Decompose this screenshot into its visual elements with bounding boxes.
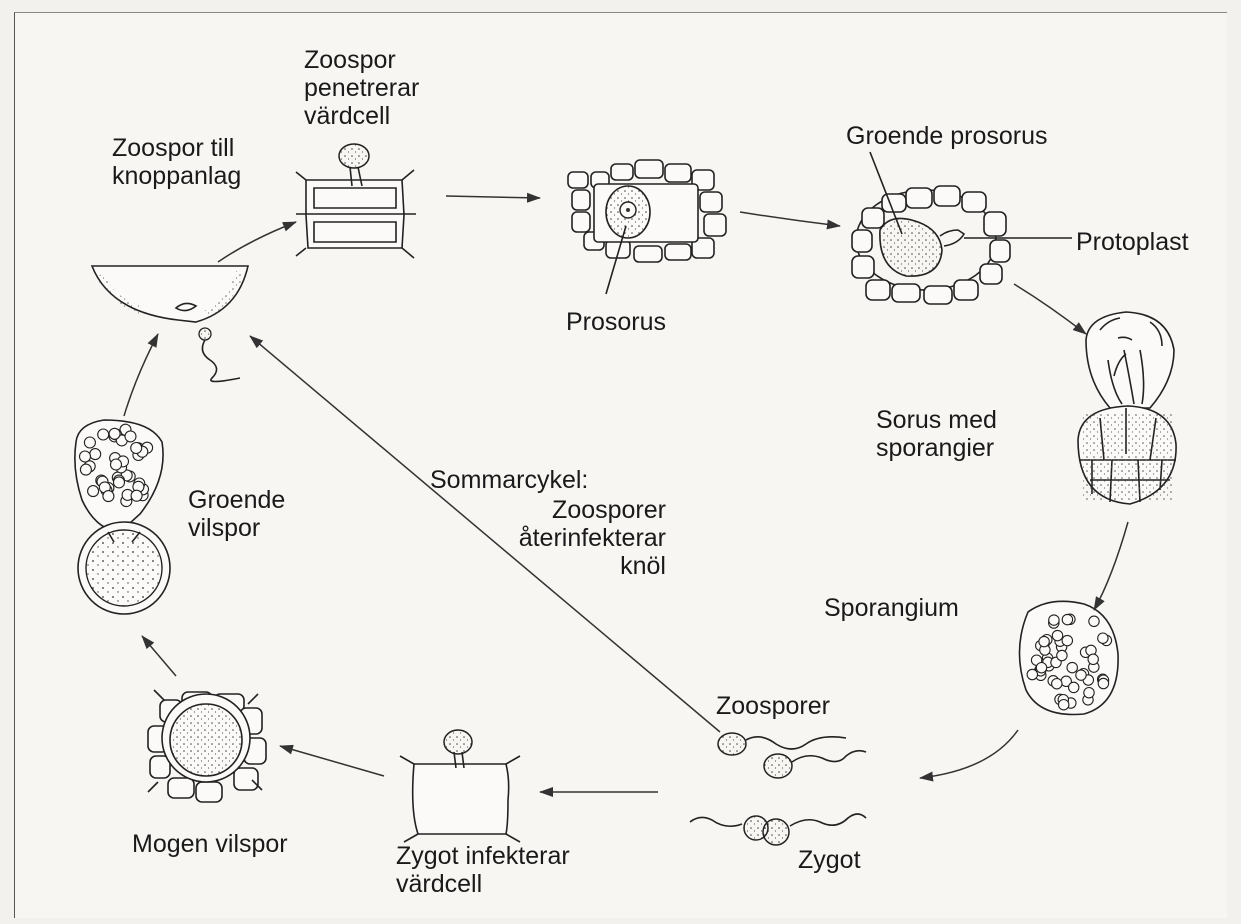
label-mogen-vilspor: Mogen vilspor bbox=[132, 830, 288, 858]
label-zygot: Zygot bbox=[798, 846, 861, 874]
arrow-to-mature-resting-spore bbox=[280, 746, 384, 776]
arrow-to-sporangium bbox=[1094, 522, 1128, 610]
arrow-to-germinating-prosorus bbox=[740, 212, 840, 226]
zygote-infects-host-cell-illustration bbox=[400, 730, 520, 842]
spore-dot bbox=[1052, 679, 1062, 689]
spore-dot bbox=[1067, 662, 1077, 672]
spore-dot bbox=[1088, 654, 1098, 664]
spore-dot bbox=[1089, 616, 1099, 626]
arrow-to-prosorus bbox=[446, 196, 540, 198]
label-groende-prosorus: Groende prosorus bbox=[846, 122, 1048, 150]
spore-dot bbox=[1084, 688, 1094, 698]
spore-dot bbox=[111, 459, 122, 470]
arrow-to-tuber-bud bbox=[124, 334, 158, 416]
spore-dot bbox=[109, 428, 120, 439]
label-sommarcykel-text: Zoosporer återinfekterar knöl bbox=[476, 496, 666, 580]
arrow-to-germinating-resting-spore bbox=[142, 636, 176, 676]
spore-dot bbox=[1036, 663, 1046, 673]
label-groende-vilspor: Groende vilspor bbox=[188, 486, 285, 542]
spore-dot bbox=[1052, 630, 1062, 640]
tuber-bud-illustration bbox=[92, 266, 248, 382]
spore-dot bbox=[1069, 682, 1079, 692]
label-sorus-med-sporangier: Sorus med sporangier bbox=[876, 406, 997, 462]
spore-dot bbox=[103, 491, 114, 502]
arrow-to-host-cell bbox=[218, 222, 296, 262]
spore-dot bbox=[1057, 650, 1067, 660]
label-zoosporer: Zoosporer bbox=[716, 692, 830, 720]
spore-dot bbox=[84, 437, 95, 448]
sporangium-illustration bbox=[1019, 601, 1118, 714]
label-zoospor-till-knoppanlag: Zoospor till knoppanlag bbox=[112, 134, 241, 190]
label-prosorus: Prosorus bbox=[566, 308, 666, 336]
penetrating-host-cell-illustration bbox=[296, 144, 416, 258]
germinating-resting-spore-illustration bbox=[75, 420, 170, 614]
label-protoplast: Protoplast bbox=[1076, 228, 1189, 256]
spore-dot bbox=[1039, 636, 1049, 646]
spore-dot bbox=[1027, 669, 1037, 679]
spore-dot bbox=[1049, 615, 1059, 625]
spore-dot bbox=[1059, 700, 1069, 710]
spore-dot bbox=[1098, 633, 1108, 643]
spore-dot bbox=[80, 451, 91, 462]
spore-dot bbox=[1062, 635, 1072, 645]
spore-dot bbox=[88, 486, 99, 497]
spore-dot bbox=[131, 443, 142, 454]
arrow-to-zoospores bbox=[920, 730, 1018, 778]
spore-dot bbox=[1098, 678, 1108, 688]
label-zygot-infekterar: Zygot infekterar värdcell bbox=[396, 842, 570, 898]
spore-dot bbox=[131, 490, 142, 501]
spore-dot bbox=[1076, 670, 1086, 680]
spore-dot bbox=[1062, 614, 1072, 624]
spore-dot bbox=[125, 431, 136, 442]
zoospores-illustration bbox=[718, 733, 866, 778]
spore-dot bbox=[90, 449, 101, 460]
arrow-to-sorus bbox=[1014, 284, 1086, 334]
spore-dot bbox=[98, 429, 109, 440]
label-sporangium: Sporangium bbox=[824, 594, 959, 622]
germinating-prosorus-illustration bbox=[852, 152, 1072, 304]
spore-dot bbox=[114, 477, 125, 488]
zygote-illustration bbox=[690, 814, 866, 845]
label-zoospor-penetrerar: Zoospor penetrerar värdcell bbox=[304, 46, 419, 130]
mature-resting-spore-illustration bbox=[148, 690, 266, 802]
label-sommarcykel-title: Sommarcykel: bbox=[430, 466, 588, 494]
spore-dot bbox=[80, 464, 91, 475]
sorus-with-sporangia-illustration bbox=[1078, 312, 1176, 504]
prosorus-illustration bbox=[568, 160, 726, 294]
